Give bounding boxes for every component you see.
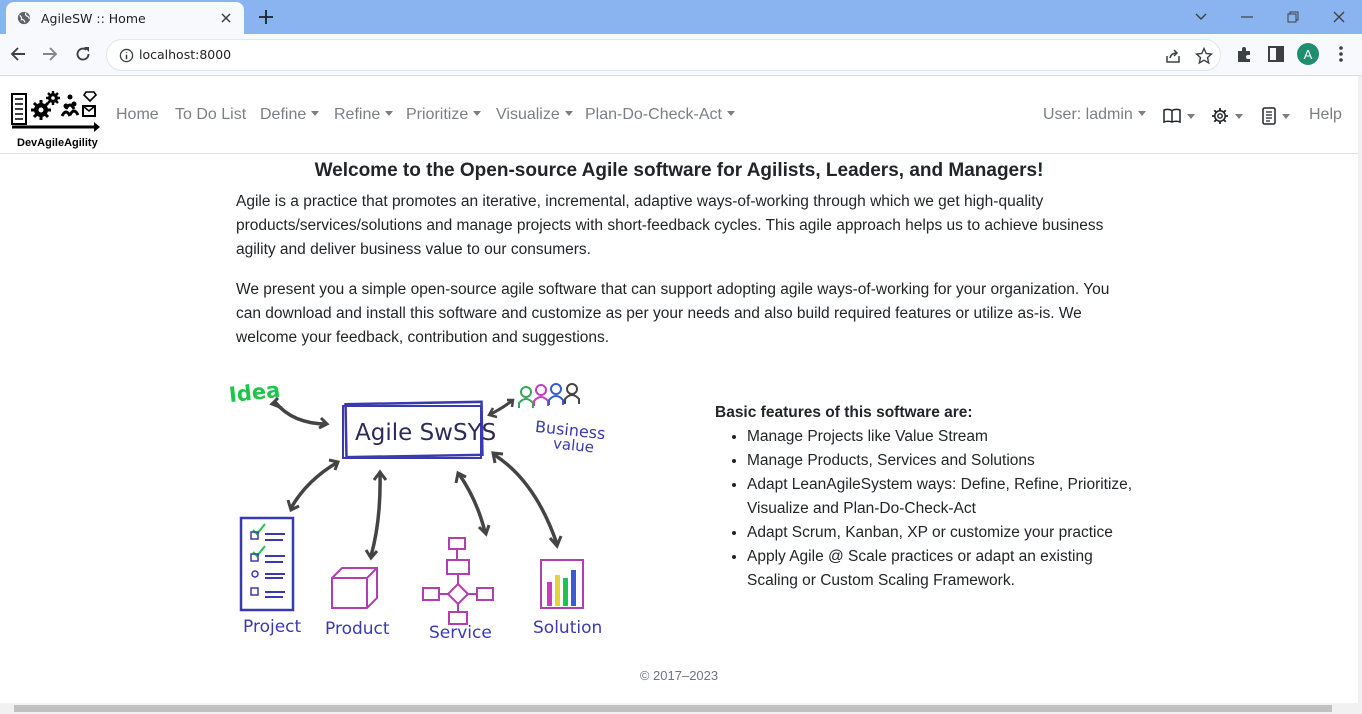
restore-icon[interactable] <box>1283 7 1303 27</box>
new-tab-icon[interactable] <box>257 8 275 26</box>
idea-arrow <box>273 400 328 426</box>
user-menu-dropdown[interactable]: User: ladmin <box>1043 106 1146 124</box>
nav-define-dropdown[interactable]: Define <box>260 106 319 124</box>
solution-label: Solution <box>533 618 602 638</box>
browser-tab[interactable]: AgileSW :: Home <box>6 2 244 34</box>
profile-avatar[interactable]: A <box>1297 43 1319 65</box>
tab-search-icon[interactable] <box>1191 7 1211 27</box>
project-label: Project <box>243 617 301 637</box>
brand-logo-icon <box>11 91 100 132</box>
bar-chart-icon <box>540 559 584 609</box>
product-arrow <box>369 473 382 557</box>
address-bar[interactable]: localhost:8000 <box>106 39 1221 71</box>
book-icon <box>1163 108 1181 124</box>
gear-icon <box>1212 108 1228 124</box>
nav-visualize-dropdown[interactable]: Visualize <box>496 106 573 124</box>
business-arrow <box>488 398 514 417</box>
settings-menu-dropdown[interactable] <box>1211 107 1243 125</box>
feature-item: Adapt LeanAgileSystem ways: Define, Refi… <box>747 473 1135 521</box>
page-title: Welcome to the Open-source Agile softwar… <box>314 160 1044 181</box>
center-box-outline <box>342 405 482 459</box>
product-label: Product <box>325 619 390 639</box>
brand-logo[interactable]: DevAgileAgility <box>10 86 102 149</box>
document-menu-dropdown[interactable] <box>1262 107 1290 125</box>
nav-pdca-dropdown[interactable]: Plan-Do-Check-Act <box>585 106 735 124</box>
feature-item: Adapt Scrum, Kanban, XP or customize you… <box>747 521 1135 545</box>
intro-paragraph: Agile is a practice that promotes an ite… <box>236 193 1104 258</box>
reload-icon[interactable] <box>72 43 94 65</box>
extensions-icon[interactable] <box>1234 44 1254 64</box>
features-section: Basic features of this software are: Man… <box>715 401 1135 593</box>
side-panel-icon[interactable] <box>1266 44 1286 64</box>
product-box-icon <box>331 567 378 609</box>
document-icon <box>1262 107 1276 125</box>
people-icon <box>518 383 580 408</box>
nav-help[interactable]: Help <box>1309 106 1342 123</box>
globe-icon <box>17 11 31 25</box>
share-icon[interactable] <box>1164 47 1182 65</box>
kebab-menu-icon[interactable] <box>1331 44 1351 64</box>
feature-item: Apply Agile @ Scale practices or adapt a… <box>747 545 1135 593</box>
copyright-footer: © 2017–2023 <box>639 668 719 683</box>
url-text[interactable]: localhost:8000 <box>139 47 232 62</box>
nav-refine-dropdown[interactable]: Refine <box>334 106 393 124</box>
horizontal-scrollbar-thumb[interactable] <box>14 705 1332 712</box>
service-arrow <box>457 473 487 533</box>
invitation-paragraph: We present you a simple open-source agil… <box>236 281 1110 346</box>
close-icon[interactable] <box>218 10 234 26</box>
flowchart-icon <box>422 537 494 625</box>
info-icon[interactable] <box>119 48 134 63</box>
tab-title: AgileSW :: Home <box>41 10 146 26</box>
features-title: Basic features of this software are: <box>715 404 973 421</box>
features-list: Manage Projects like Value Stream Manage… <box>747 425 1135 593</box>
browser-tab-strip: AgileSW :: Home <box>0 0 1362 34</box>
minimize-icon[interactable] <box>1237 7 1257 27</box>
center-label: Agile SwSYS <box>355 420 496 446</box>
browser-toolbar: localhost:8000 A <box>0 34 1362 76</box>
checklist-icon <box>239 516 295 612</box>
horizontal-scrollbar[interactable] <box>0 703 1362 714</box>
solution-arrow <box>492 452 559 545</box>
service-label: Service <box>429 623 492 643</box>
nav-home[interactable]: Home <box>116 106 159 123</box>
business-value-line2: value <box>552 434 595 456</box>
bookmark-star-icon[interactable] <box>1195 47 1213 65</box>
project-arrow <box>289 460 339 509</box>
nav-prioritize-dropdown[interactable]: Prioritize <box>406 106 481 124</box>
agile-sw-diagram: Agile SwSYS Idea Business value Project <box>228 378 607 643</box>
nav-todo-list[interactable]: To Do List <box>175 106 247 123</box>
app-navbar: DevAgileAgility Home To Do List Define R… <box>0 76 1362 154</box>
window-close-icon[interactable] <box>1329 7 1349 27</box>
back-icon[interactable] <box>7 43 29 65</box>
forward-icon[interactable] <box>39 43 61 65</box>
vertical-scrollbar[interactable] <box>1358 76 1362 703</box>
feature-item: Manage Products, Services and Solutions <box>747 449 1135 473</box>
brand-name: DevAgileAgility <box>17 137 98 149</box>
book-menu-dropdown[interactable] <box>1163 107 1195 125</box>
feature-item: Manage Projects like Value Stream <box>747 425 1135 449</box>
